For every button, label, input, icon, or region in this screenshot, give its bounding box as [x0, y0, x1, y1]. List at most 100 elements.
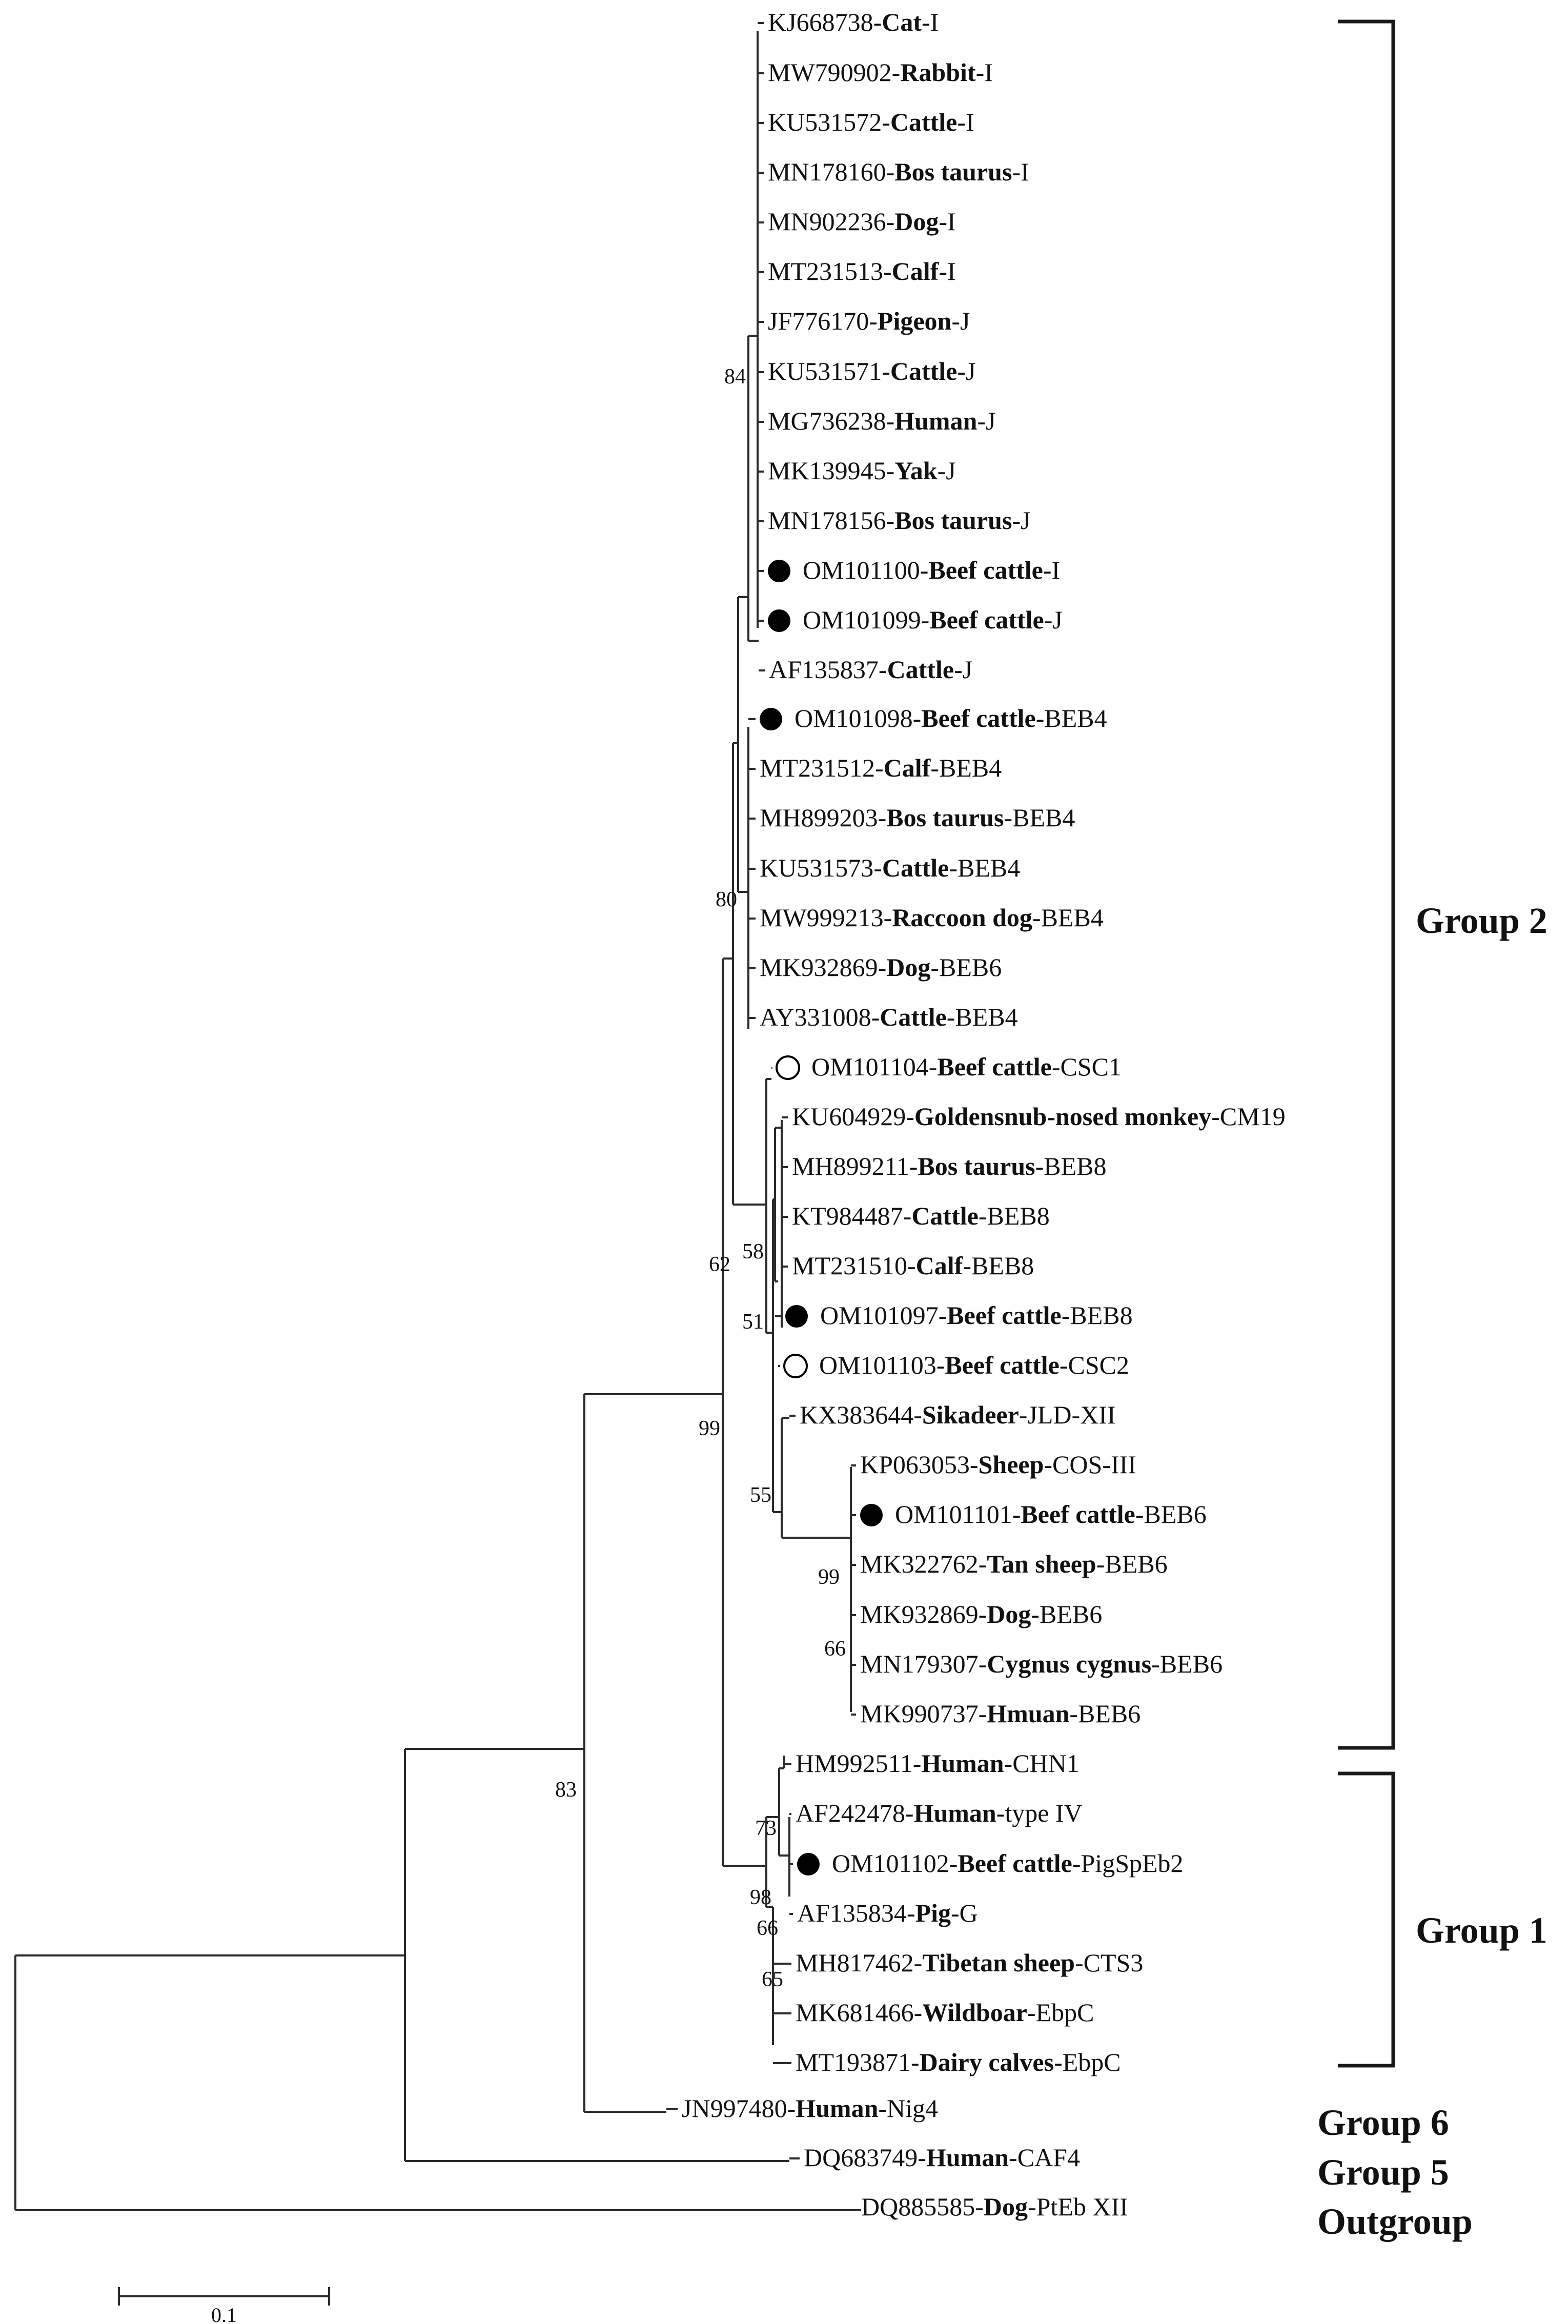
leaf-host: Dog	[886, 953, 930, 982]
filled-circle-marker-icon	[797, 1853, 820, 1875]
leaf-host: Cat	[882, 8, 922, 36]
leaf-genotype: -I	[1012, 157, 1029, 186]
leaf-accession: KX383644-	[800, 1400, 922, 1429]
leaf-label: MN902236-Dog-I	[768, 207, 956, 236]
leaf-genotype: -Nig4	[878, 2094, 938, 2123]
leaf-genotype: -BEB6	[930, 953, 1002, 982]
open-circle-marker-icon	[776, 1055, 800, 1080]
leaf-genotype: -I	[976, 58, 993, 87]
scale-bar: 0.1	[118, 2287, 330, 2324]
leaf-host: Cattle	[911, 1201, 979, 1230]
leaf-label: OM101099-Beef cattle-J	[803, 605, 1063, 634]
scale-bar-label: 0.1	[211, 2303, 237, 2324]
leaf-label: MT231513-Calf-I	[768, 257, 956, 286]
leaf-label: MN178160-Bos taurus-I	[768, 157, 1029, 186]
bootstrap-51: 51	[742, 1310, 764, 1334]
leaf-accession: MT231510-	[792, 1251, 916, 1280]
bootstrap-58: 58	[742, 1240, 764, 1263]
leaf-label: MH899211-Bos taurus-BEB8	[792, 1152, 1107, 1180]
filled-circle-marker-icon	[785, 1305, 808, 1328]
leaf-label: MK932869-Dog-BEB6	[760, 953, 1002, 982]
leaf-label: KT984487-Cattle-BEB8	[792, 1201, 1050, 1230]
leaf-label: MH817462-Tibetan sheep-CTS3	[796, 1948, 1143, 1977]
leaf-label: MK990737-Hmuan-BEB6	[860, 1699, 1141, 1728]
leaf-host: Human	[926, 2143, 1009, 2172]
filled-circle-marker-icon	[768, 609, 790, 632]
leaf-genotype: -EbpC	[1054, 2048, 1121, 2076]
leaf-accession: KU531572-	[768, 108, 890, 136]
tree-branches	[14, 31, 861, 2211]
bootstrap-66-beb6: 66	[824, 1637, 846, 1661]
leaf-label: OM101100-Beef cattle-I	[803, 556, 1060, 584]
leaf-label: OM101097-Beef cattle-BEB8	[820, 1301, 1133, 1330]
leaf-accession: KU531571-	[768, 357, 890, 385]
leaf-accession: DQ885585-	[861, 2192, 984, 2221]
group2-bracket	[1338, 19, 1395, 1750]
leaf-genotype: -BEB6	[1069, 1699, 1141, 1728]
leaf-accession: MN178160-	[768, 157, 894, 186]
group5-label: Group 5	[1317, 2152, 1449, 2193]
leaf-accession: MN179307-	[860, 1649, 987, 1678]
bootstrap-98: 98	[750, 1886, 771, 1909]
leaf-label: HM992511-Human-CHN1	[796, 1749, 1080, 1778]
leaf-genotype: -BEB4	[949, 853, 1020, 882]
leaf-accession: MH899203-	[760, 803, 886, 832]
leaf-host: Beef cattle	[937, 1052, 1051, 1081]
leaf-accession: KJ668738-	[768, 8, 882, 36]
leaf-label: OM101102-Beef cattle-PigSpEb2	[832, 1849, 1184, 1878]
leaf-accession: KU604929-	[792, 1102, 914, 1131]
leaf-accession: OM101099-	[803, 605, 929, 634]
leaf-host: Cattle	[890, 108, 958, 136]
leaf-genotype: -BEB4	[1036, 704, 1107, 732]
leaf-label: MK681466-Wildboar-EbpC	[796, 1998, 1094, 2027]
leaf-genotype: -CM19	[1211, 1102, 1285, 1131]
group-annotations: Group 2 Group 1 Group 6 Group 5 Outgroup	[1317, 19, 1547, 2242]
leaf-host: Cygnus cygnus	[987, 1649, 1151, 1678]
leaf-accession: MT231512-	[760, 753, 884, 782]
leaf-genotype: -I	[939, 257, 955, 286]
leaf-label: OM101101-Beef cattle-BEB6	[895, 1500, 1207, 1528]
leaf-label: OM101104-Beef cattle-CSC1	[811, 1052, 1122, 1081]
leaf-host: Dog	[987, 1600, 1031, 1628]
leaf-genotype: -EbpC	[1027, 1998, 1094, 2027]
leaf-label: MG736238-Human-J	[768, 406, 996, 435]
leaf-host: Rabbit	[900, 58, 976, 87]
leaf-genotype: -BEB8	[963, 1251, 1034, 1280]
leaf-host: Sikadeer	[922, 1400, 1019, 1429]
bootstrap-83: 83	[555, 1778, 577, 1802]
leaf-genotype: -I	[957, 108, 974, 136]
leaf-label: MW790902-Rabbit-I	[768, 58, 993, 87]
leaf-host: Human	[921, 1749, 1004, 1778]
leaf-genotype: -BEB4	[947, 1003, 1018, 1031]
leaf-accession: JN997480-	[682, 2094, 796, 2123]
leaf-accession: OM101104-	[811, 1052, 937, 1081]
leaf-host: Dairy calves	[920, 2048, 1054, 2076]
leaf-genotype: -G	[951, 1899, 978, 1927]
leaf-host: Dog	[984, 2192, 1028, 2221]
leaf-genotype: -BEB8	[1062, 1301, 1133, 1330]
leaf-label: JF776170-Pigeon-J	[768, 307, 970, 335]
leaf-host: Pigeon	[878, 307, 952, 335]
leaf-host: Beef cattle	[1021, 1500, 1135, 1528]
leaf-label: DQ683749-Human-CAF4	[804, 2143, 1080, 2172]
bootstrap-99-beb6: 99	[818, 1565, 840, 1589]
leaf-accession: HM992511-	[796, 1749, 921, 1778]
leaf-stubs	[666, 22, 856, 2159]
leaf-label: KX383644-Sikadeer-JLD-XII	[800, 1400, 1116, 1429]
leaf-genotype: -CSC1	[1052, 1052, 1122, 1081]
bootstrap-73: 73	[755, 1817, 777, 1840]
leaf-label: KP063053-Sheep-COS-III	[860, 1450, 1136, 1479]
leaf-label: AF242478-Human-type IV	[796, 1799, 1083, 1827]
bootstrap-99-main: 99	[699, 1417, 720, 1440]
leaf-host: Cattle	[882, 853, 949, 882]
leaf-genotype: -BEB4	[1004, 803, 1075, 832]
leaf-accession: JF776170-	[768, 307, 878, 335]
leaf-label: MT193871-Dairy calves-EbpC	[796, 2048, 1121, 2076]
group6-label: Group 6	[1317, 2102, 1449, 2143]
leaf-genotype: -BEB6	[1096, 1550, 1168, 1578]
leaf-host: Cattle	[880, 1003, 947, 1031]
leaf-accession: OM101102-	[832, 1849, 958, 1878]
leaf-accession: OM101101-	[895, 1500, 1021, 1528]
leaf-host: Beef cattle	[928, 556, 1043, 584]
leaf-genotype: -J	[954, 655, 972, 684]
